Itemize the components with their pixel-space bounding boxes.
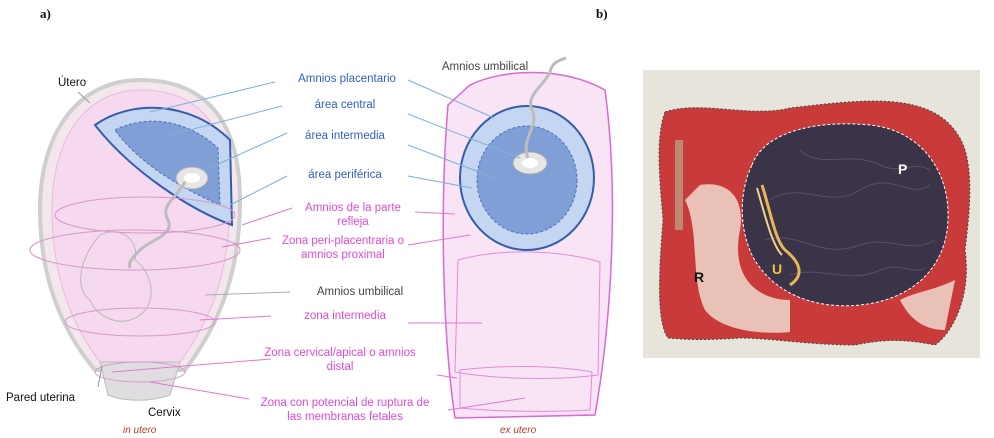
area-periferica-label: área periférica	[290, 168, 400, 182]
photo-label-p: P	[898, 162, 907, 176]
zona-ruptura-line2: las membranas fetales	[245, 410, 445, 424]
area-intermedia-label: área intermedia	[290, 129, 400, 143]
zona-cervical-line1: Zona cervical/apical o amnios	[250, 346, 430, 360]
in-utero-label: in utero	[123, 424, 156, 438]
peri-placentaria-label: Zona peri-placentraria o amnios proximal	[268, 234, 418, 262]
zona-ruptura-label: Zona con potencial de ruptura de las mem…	[245, 396, 445, 424]
ex-utero-label: ex utero	[500, 424, 536, 438]
zona-ruptura-line1: Zona con potencial de ruptura de	[245, 396, 445, 410]
amnios-refleja-label: Amnios de la parte refleja	[288, 201, 418, 229]
peri-placentaria-line2: amnios proximal	[268, 248, 418, 262]
amnios-umbilical-center-label: Amnios umbilical	[290, 285, 430, 299]
photo-label-u: U	[772, 262, 782, 276]
zona-intermedia-label: zona intermedia	[285, 309, 405, 323]
pared-uterina-label: Pared uterina	[6, 391, 75, 405]
amnios-refleja-line1: Amnios de la parte	[288, 201, 418, 215]
photo-label-r: R	[694, 270, 704, 284]
peri-placentaria-line1: Zona peri-placentraria o	[268, 234, 418, 248]
amnios-refleja-line2: refleja	[288, 215, 418, 229]
zona-cervical-label: Zona cervical/apical o amnios distal	[250, 346, 430, 374]
utero-label: Útero	[58, 76, 86, 90]
amnios-umbilical-top-label: Amnios umbilical	[420, 60, 550, 74]
area-central-label: área central	[295, 98, 395, 112]
placenta-photo	[742, 124, 948, 306]
amnios-placentario-label: Amnios placentario	[282, 72, 412, 86]
cervix-label: Cervix	[148, 406, 181, 420]
zona-cervical-line2: distal	[250, 360, 430, 374]
